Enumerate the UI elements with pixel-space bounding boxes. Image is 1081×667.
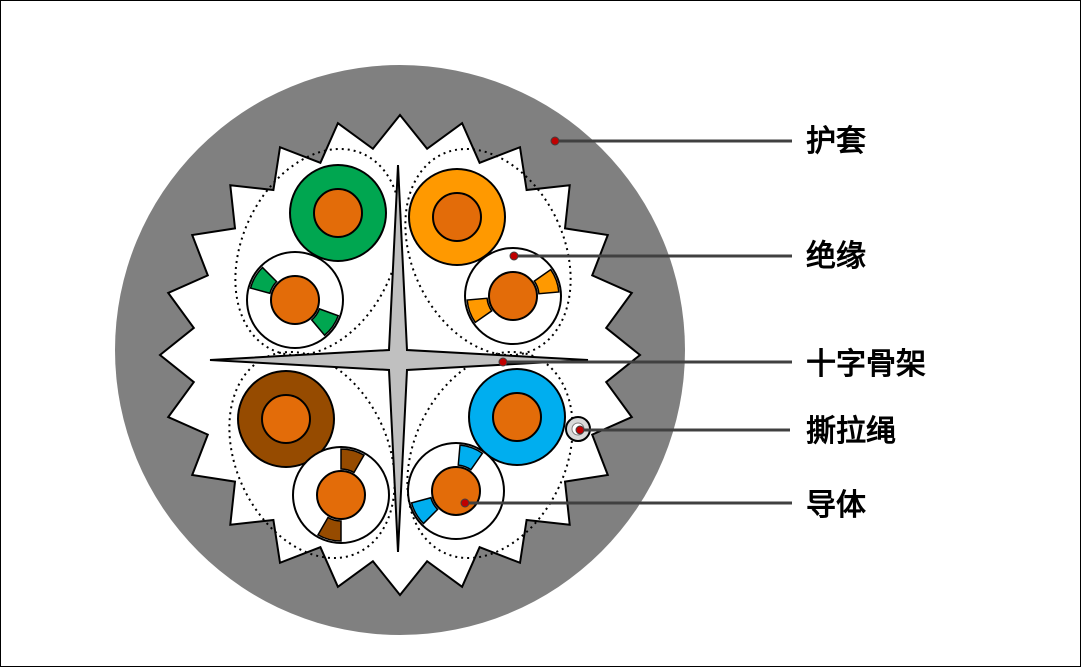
green-white-wire [246,251,344,349]
label-ripcord: 撕拉绳 [806,414,896,449]
pair-boundary-brown [228,350,396,560]
blue-white-wire [407,442,505,540]
pair-boundary-orange [404,147,572,357]
callout-leaders [460,136,792,508]
leader-dot-conductor [460,498,470,508]
brown-pair [237,370,390,544]
color-stripe [410,496,439,525]
color-stripe [340,448,366,474]
orange-pair [408,168,562,345]
color-stripe [466,297,493,324]
label-cross-filler: 十字骨架 [806,347,926,382]
callout-labels: 护套 绝缘 十字骨架 撕拉绳 导体 [806,124,926,523]
pair-boundaries [228,147,574,560]
brown-white-conductor [316,470,366,520]
label-jacket: 护套 [806,124,866,159]
orange-white-conductor [488,271,538,321]
color-stripe [457,444,484,471]
brown-conductor [261,394,311,444]
green-solid-wire [289,164,387,262]
color-stripe [249,266,278,295]
color-stripe [310,307,340,337]
green-white-conductor [270,275,320,325]
color-stripe [316,516,342,542]
label-conductor: 导体 [806,488,867,523]
green-conductor [313,188,363,238]
leader-dot-jacket [550,136,560,146]
leader-dot-cross-filler [498,357,508,367]
orange-white-wire [464,247,562,345]
color-stripe [533,268,560,295]
blue-conductor [492,392,542,442]
orange-solid-wire [408,168,506,266]
pair-boundary-blue [406,350,574,560]
brown-solid-wire [237,370,335,468]
blue-solid-wire [468,368,566,466]
leader-dot-insulation [509,251,519,261]
pair-boundary-green [234,147,402,357]
leader-dot-ripcord [575,425,585,435]
green-pair [246,164,387,349]
blue-white-conductor [431,466,481,516]
label-insulation: 绝缘 [806,239,866,274]
brown-white-wire [292,446,390,544]
orange-conductor [432,192,482,242]
cross-filler [209,164,589,553]
